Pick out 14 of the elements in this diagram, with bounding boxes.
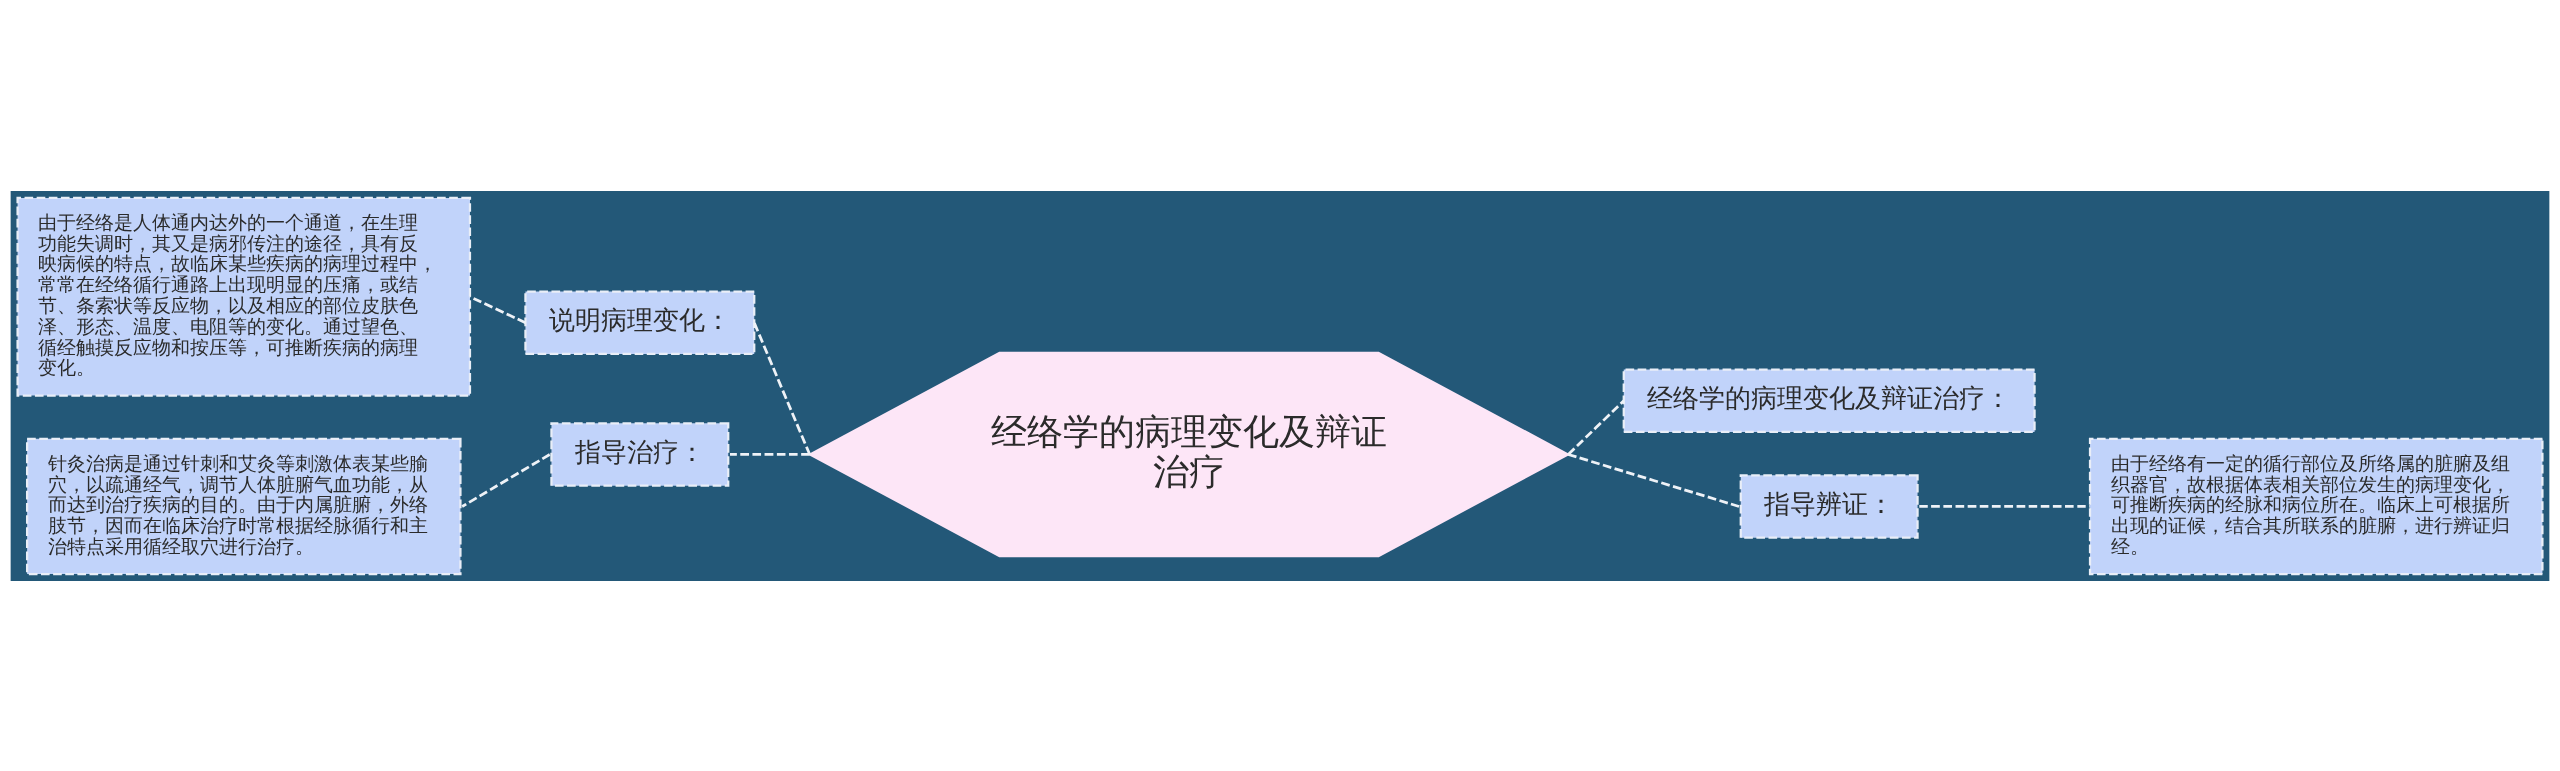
connector	[752, 321, 811, 455]
connector	[461, 452, 551, 508]
connector	[469, 294, 527, 324]
node-box: 指导治疗：	[550, 421, 730, 487]
node-box: 由于经络是人体通内达外的一个通道，在生理功能失调时，其又是病邪传注的途径，具有反映病候的特点，故临床某些疾病的病理过程中，常常在经络循行通路上出现明显的压痛，或结节、条索状等反应物，以及相应的部位皮肤色泽、形态、温度、电阻等的变化。通过望色、循经触摸反应物和按压等，可推断疾病的病理变化。	[16, 196, 472, 397]
connector	[730, 452, 810, 456]
connector	[1567, 399, 1625, 455]
node-box: 经络学的病理变化及辩证治疗：	[1622, 367, 2036, 433]
node-box: 说明病理变化：	[524, 289, 756, 355]
node-box: 针灸治病是通过针刺和艾灸等刺激体表某些腧穴，以疏通经气，调节人体脏腑气血功能，从而达到治疗疾病的目的。由于内属脏腑，外络肢节，因而在临床治疗时常根据经脉循行和主治特点采用循经取穴进行治疗。	[26, 437, 462, 575]
connector	[1567, 452, 1740, 508]
node-box: 由于经络有一定的循行部位及所络属的脏腑及组织器官，故根据体表相关部位发生的病理变化，可推断疾病的经脉和病位所在。临床上可根据所出现的证候，结合其所联系的脏腑，进行辨证归经。	[2088, 437, 2544, 575]
node-box: 指导辨证：	[1739, 473, 1919, 539]
connector	[1919, 504, 2090, 508]
